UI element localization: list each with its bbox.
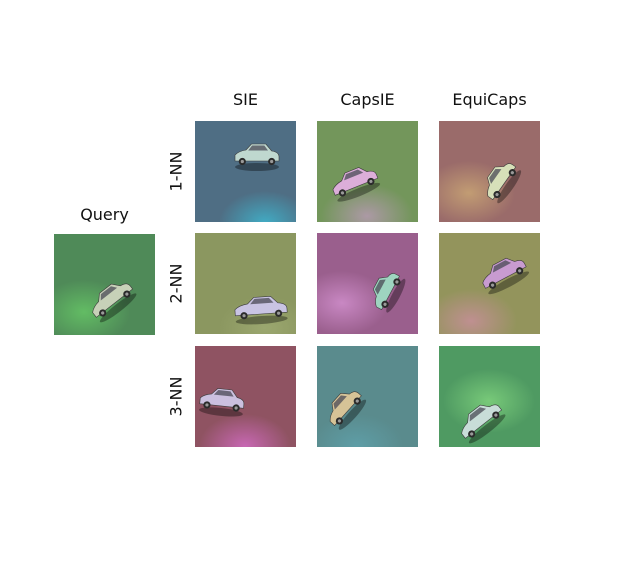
r1c1-picture xyxy=(195,121,296,222)
column-header-capsie: CapsIE xyxy=(340,90,395,109)
r2c2-picture xyxy=(317,233,418,334)
car-shape xyxy=(329,391,367,430)
capsie-1nn-image xyxy=(317,121,418,222)
r2c1-picture xyxy=(195,233,296,334)
sie-1nn-image xyxy=(195,121,296,222)
column-header-sie: SIE xyxy=(233,90,258,109)
equicaps-3nn-image xyxy=(439,346,540,447)
car-shape xyxy=(234,143,280,171)
r3c2-picture xyxy=(317,346,418,447)
car-shape xyxy=(92,283,137,323)
car-shape xyxy=(487,163,522,204)
car-shape xyxy=(199,388,245,417)
query-label: Query xyxy=(80,205,129,224)
r3c3-picture xyxy=(439,346,540,447)
r1c3-picture xyxy=(439,121,540,222)
column-header-equicaps: EquiCaps xyxy=(452,90,527,109)
car-shape xyxy=(372,273,406,313)
query-picture xyxy=(54,234,155,335)
row-label-3nn: 3-NN xyxy=(166,376,186,417)
sie-3nn-image xyxy=(195,346,296,447)
car-shape xyxy=(234,295,288,325)
query-image xyxy=(54,234,155,335)
capsie-2nn-image xyxy=(317,233,418,334)
row-label-1nn: 1-NN xyxy=(166,151,186,192)
r3c1-picture xyxy=(195,346,296,447)
car-shape xyxy=(461,404,506,444)
car-shape xyxy=(332,167,381,202)
equicaps-2nn-image xyxy=(439,233,540,334)
row-label-2nn: 2-NN xyxy=(166,263,186,304)
car-shape xyxy=(482,257,530,295)
capsie-3nn-image xyxy=(317,346,418,447)
r1c2-picture xyxy=(317,121,418,222)
r2c3-picture xyxy=(439,233,540,334)
sie-2nn-image xyxy=(195,233,296,334)
equicaps-1nn-image xyxy=(439,121,540,222)
